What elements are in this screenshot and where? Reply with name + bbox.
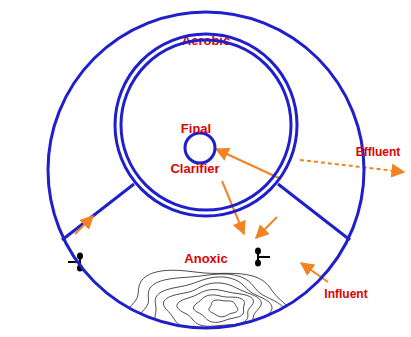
contour-line (209, 300, 238, 317)
zone-label: Clarifier (170, 161, 219, 176)
mixer-symbol (256, 249, 270, 266)
anoxic-zone: Anoxic (180, 249, 232, 268)
flow-label: Effluent (356, 145, 401, 159)
aerobic-zone: AerobicFinalClarifierAnoxic (46, 10, 366, 330)
zone-label: Final (181, 121, 211, 136)
contour-line (177, 290, 254, 327)
effluent-arrow (300, 160, 404, 172)
zone-divider (62, 184, 134, 240)
flow-label: Influent (324, 287, 367, 301)
clarifier-circle: FinalClarifier (114, 33, 298, 217)
flow-arrow (256, 217, 277, 238)
contour-line (193, 295, 244, 322)
zone-divider (278, 184, 350, 240)
influent-arrow (301, 263, 328, 282)
flow-arrow (216, 149, 281, 179)
flow-arrow (75, 216, 93, 234)
zone-label: Anoxic (184, 251, 227, 266)
